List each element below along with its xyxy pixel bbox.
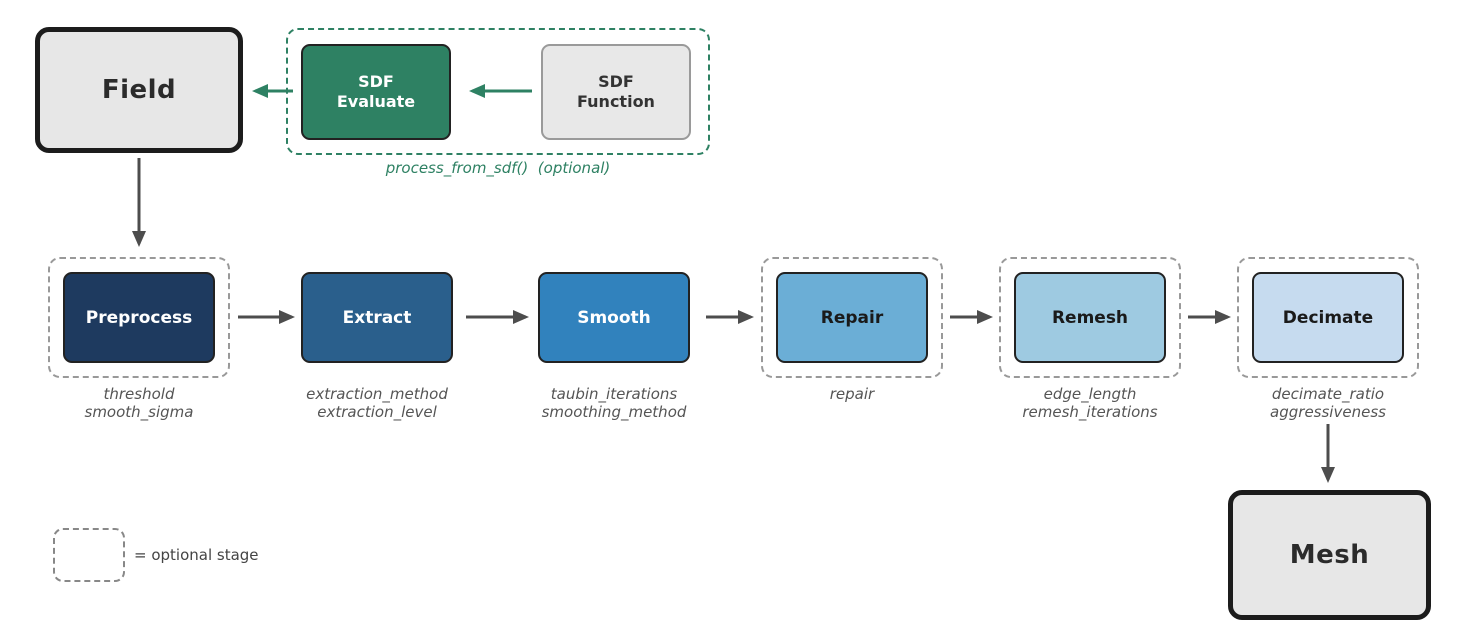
sdf-group-caption: process_from_sdf() (optional)	[385, 159, 611, 177]
stage-label-extract: Extract	[342, 307, 412, 328]
stage-label-preprocess: Preprocess	[85, 307, 193, 328]
stage-repair: Repair repair	[761, 257, 943, 403]
stage-smooth: Smooth taubin_iterations smoothing_metho…	[523, 257, 705, 421]
stage-box-extract: Extract	[301, 272, 453, 363]
stage-params-preprocess: threshold smooth_sigma	[84, 385, 194, 422]
stage-label-remesh: Remesh	[1051, 307, 1129, 328]
node-sdf-function-label: SDF Function	[577, 72, 655, 111]
stage-label-decimate: Decimate	[1282, 307, 1374, 328]
node-sdf-function: SDF Function	[541, 44, 691, 140]
stage-decimate: Decimate decimate_ratio aggressiveness	[1237, 257, 1419, 421]
node-sdf-evaluate-label: SDF Evaluate	[336, 72, 416, 111]
optional-frame-repair	[761, 257, 943, 378]
stage-params-smooth: taubin_iterations smoothing_method	[541, 385, 687, 422]
stage-extract: Extract extraction_method extraction_lev…	[286, 257, 468, 421]
sdf-optional-group: SDF Evaluate SDF Function	[286, 28, 710, 155]
stage-label-repair: Repair	[820, 307, 884, 328]
legend-optional-label: = optional stage	[134, 546, 259, 564]
stage-box-repair: Repair	[776, 272, 928, 363]
stage-params-repair: repair	[829, 385, 875, 403]
stage-params-decimate: decimate_ratio aggressiveness	[1270, 385, 1386, 422]
node-mesh-label: Mesh	[1289, 540, 1370, 570]
legend-optional-swatch	[53, 528, 125, 582]
optional-frame-preprocess	[48, 257, 230, 378]
stage-box-decimate: Decimate	[1252, 272, 1404, 363]
stage-remesh: Remesh edge_length remesh_iterations	[999, 257, 1181, 421]
stage-params-extract: extraction_method extraction_level	[306, 385, 448, 422]
stage-label-smooth: Smooth	[577, 307, 651, 328]
node-field: Field	[35, 27, 243, 153]
optional-frame-remesh	[999, 257, 1181, 378]
stage-box-smooth: Smooth	[538, 272, 690, 363]
node-sdf-evaluate: SDF Evaluate	[301, 44, 451, 140]
node-field-label: Field	[101, 75, 177, 105]
node-mesh: Mesh	[1228, 490, 1431, 620]
stage-params-remesh: edge_length remesh_iterations	[1022, 385, 1158, 422]
stage-box-preprocess: Preprocess	[63, 272, 215, 363]
stage-preprocess: Preprocess threshold smooth_sigma	[48, 257, 230, 421]
stage-box-remesh: Remesh	[1014, 272, 1166, 363]
optional-frame-decimate	[1237, 257, 1419, 378]
